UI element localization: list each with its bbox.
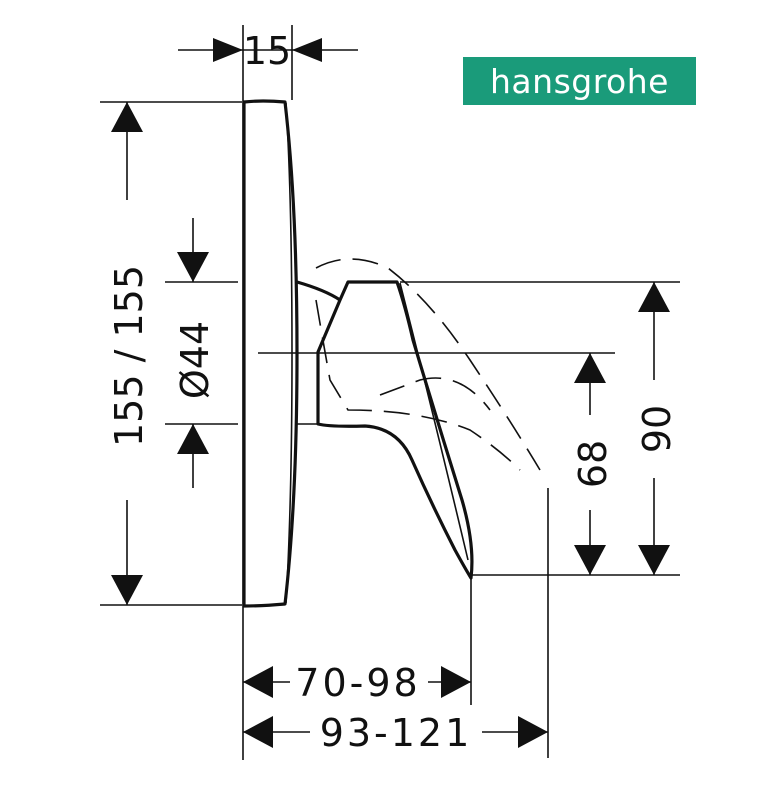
dim-155-label: 155 / 155 (107, 265, 151, 447)
dim-68-label: 68 (571, 440, 615, 488)
dim-90: 90 (635, 282, 679, 575)
cover-plate (242, 99, 299, 608)
dim-68: 68 (571, 353, 615, 575)
dim-90-label: 90 (635, 405, 679, 453)
lever-swing-outline (315, 258, 541, 471)
lever-handle (295, 280, 474, 580)
dim-93-121: 93-121 (243, 711, 548, 755)
dim-44-label: Ø44 (173, 321, 217, 399)
dim-44: Ø44 (173, 218, 217, 488)
hansgrohe-logo: hansgrohe (463, 57, 696, 105)
dim-70-98-label: 70-98 (295, 661, 420, 705)
dim-15-label: 15 (243, 29, 291, 73)
dim-70-98: 70-98 (243, 661, 471, 705)
logo-text: hansgrohe (490, 61, 669, 101)
dim-93-121-label: 93-121 (320, 711, 473, 755)
dim-155: 155 / 155 (107, 102, 151, 605)
dim-15: 15 (178, 29, 358, 73)
